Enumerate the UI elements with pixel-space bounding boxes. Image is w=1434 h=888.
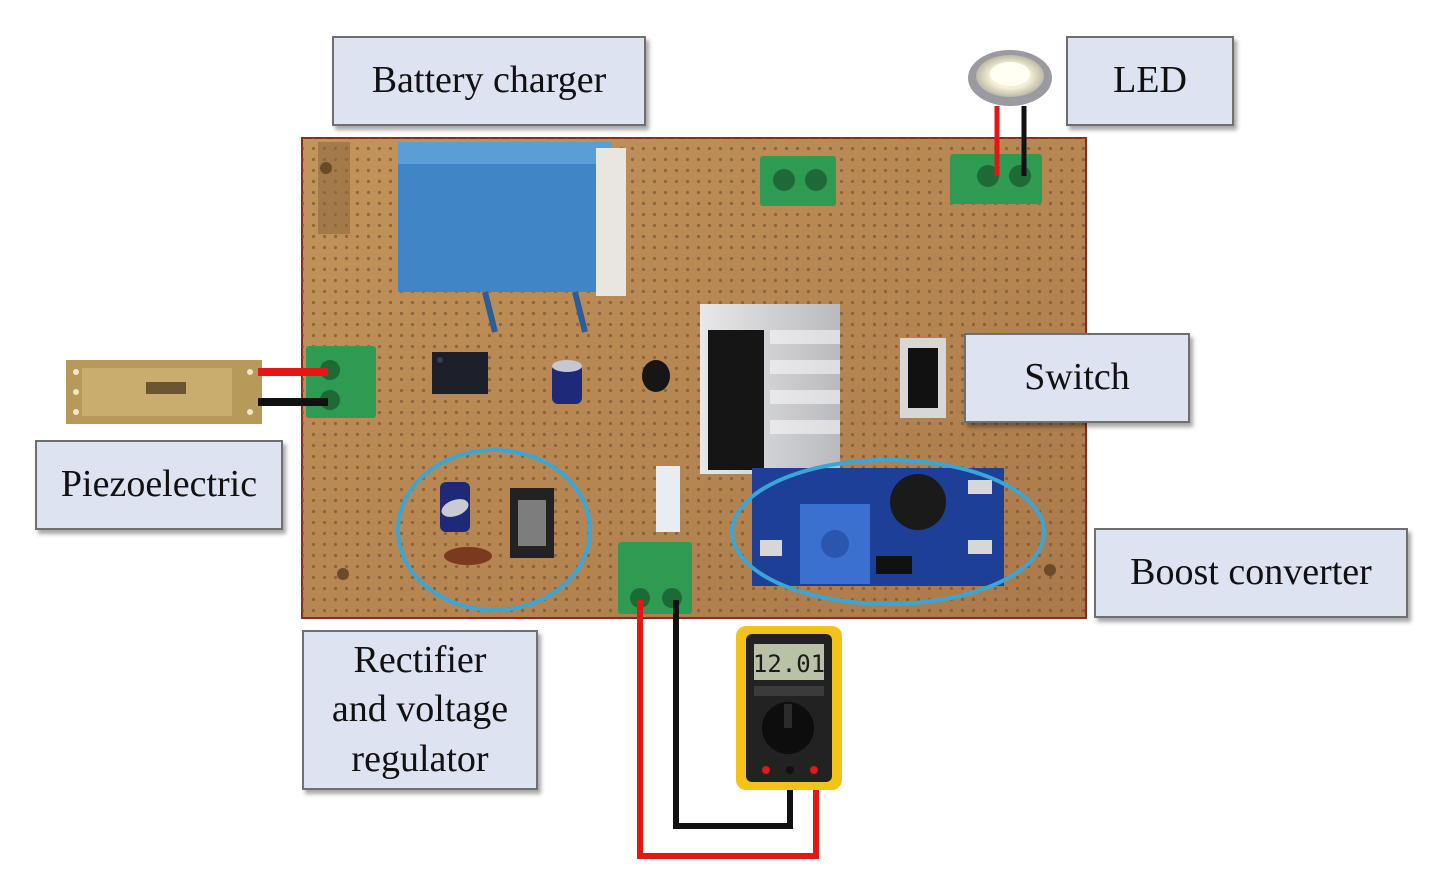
multimeter-wire-black bbox=[673, 600, 793, 829]
resistor bbox=[656, 466, 680, 532]
heat-sink bbox=[700, 304, 840, 474]
multimeter-display-reading: 12.01 bbox=[753, 650, 825, 678]
label-battery-charger-text: Battery charger bbox=[371, 59, 607, 102]
label-rectifier: Rectifier and voltage regulator bbox=[302, 630, 538, 790]
label-rectifier-line2: and voltage bbox=[331, 688, 509, 731]
terminal-block-piezo bbox=[306, 346, 376, 418]
rectifier-components bbox=[440, 482, 554, 565]
label-rectifier-line1: Rectifier bbox=[353, 638, 487, 681]
slide-switch bbox=[900, 338, 946, 418]
multimeter bbox=[736, 626, 842, 790]
label-led: LED bbox=[1066, 36, 1234, 126]
label-boost-converter-text: Boost converter bbox=[1130, 551, 1372, 594]
terminal-block-led bbox=[950, 154, 1042, 204]
piezoelectric-element bbox=[66, 360, 262, 424]
ic-chip bbox=[432, 352, 488, 394]
label-rectifier-line3: regulator bbox=[351, 737, 489, 780]
rectifier-highlight-ellipse bbox=[396, 448, 592, 612]
boost-converter-module bbox=[752, 468, 1004, 586]
boost-highlight-ellipse bbox=[730, 458, 1046, 606]
label-battery-charger: Battery charger bbox=[332, 36, 646, 126]
label-piezoelectric-text: Piezoelectric bbox=[60, 463, 258, 506]
led-lamp bbox=[968, 50, 1052, 106]
label-boost-converter: Boost converter bbox=[1094, 528, 1408, 618]
terminal-block-output bbox=[618, 542, 692, 614]
label-led-text: LED bbox=[1113, 59, 1187, 102]
multimeter-wire-red bbox=[637, 600, 819, 859]
label-switch-text: Switch bbox=[1024, 356, 1130, 399]
label-switch: Switch bbox=[964, 333, 1190, 423]
label-piezoelectric: Piezoelectric bbox=[35, 440, 283, 530]
transformer bbox=[398, 142, 626, 333]
transistor bbox=[642, 360, 670, 392]
terminal-block-top-middle bbox=[760, 156, 836, 206]
capacitor-small bbox=[552, 360, 582, 404]
